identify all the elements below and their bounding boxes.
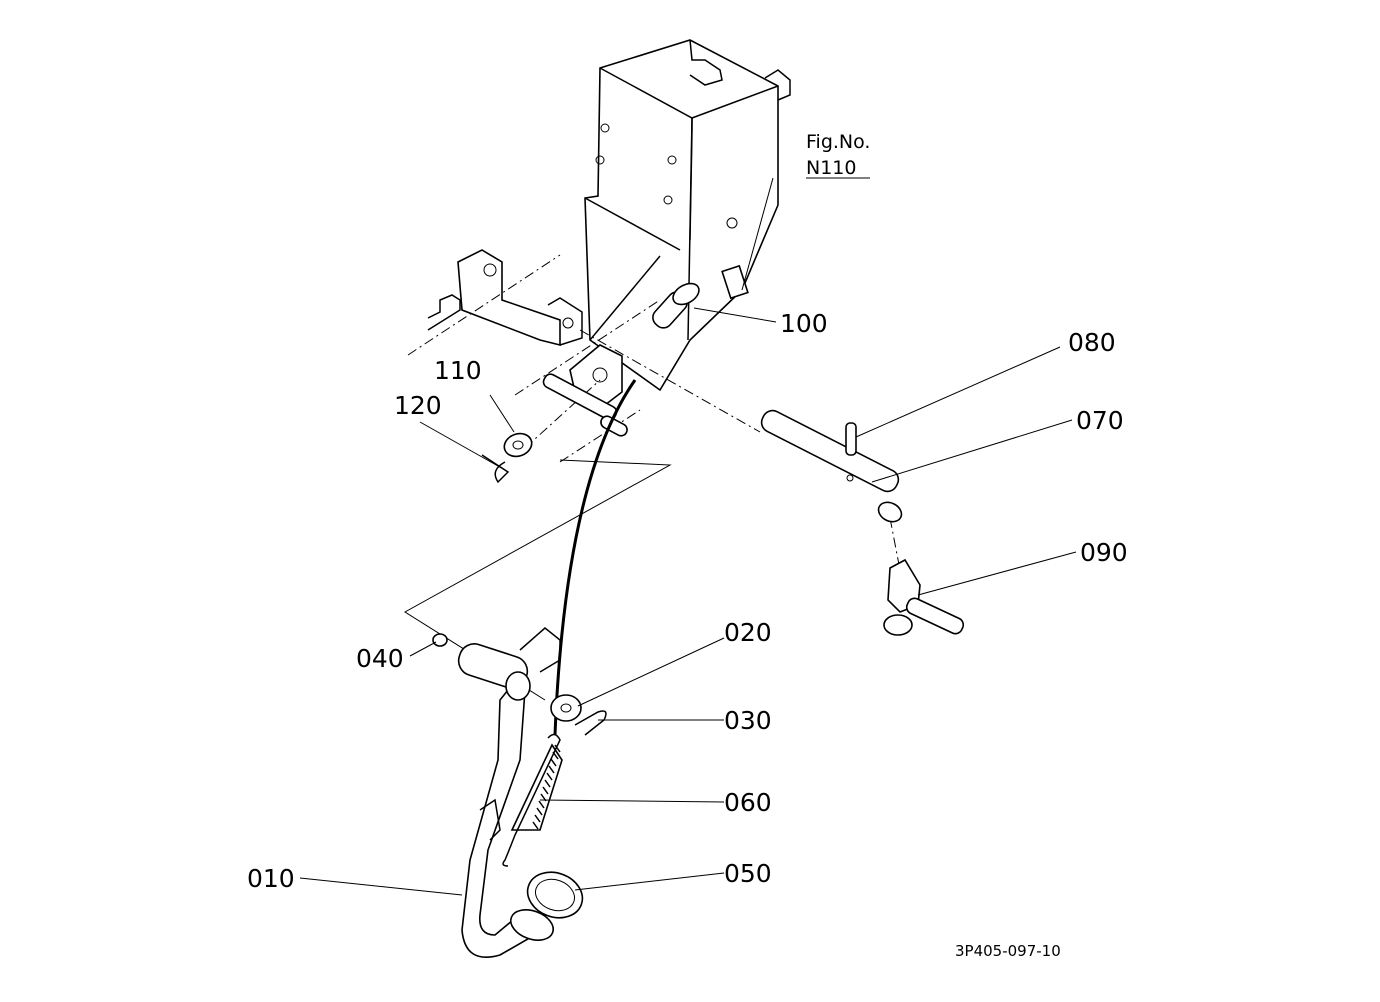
part-040-snap-ring: [432, 633, 448, 647]
callout-100: 100: [780, 309, 828, 338]
part-060-spring: [502, 733, 563, 867]
callout-020: 020: [724, 618, 772, 647]
callout-070: 070: [1076, 406, 1124, 435]
connecting-rod: [553, 379, 637, 736]
part-010-pedal-arm: [457, 627, 561, 958]
figure-title: Fig.No. N110: [806, 131, 870, 179]
part-110-washer: [503, 432, 533, 458]
callout-050: 050: [724, 859, 772, 888]
figure-title-line1: Fig.No.: [806, 131, 870, 153]
part-100-clevis-pin: [652, 282, 700, 329]
callout-080: 080: [1068, 328, 1116, 357]
drawing-code: 3P405-097-10: [955, 942, 1061, 960]
part-050-pedal-pad: [526, 871, 584, 919]
callout-040: 040: [356, 644, 404, 673]
callout-060: 060: [724, 788, 772, 817]
frame-bracket: [427, 39, 791, 406]
part-070-pin-shaft: [760, 409, 903, 523]
figure-number: N110: [806, 157, 856, 179]
part-120-cotter-pin: [481, 454, 510, 484]
callout-090: 090: [1080, 538, 1128, 567]
callout-labels: 100 080 070 110 120 090 020 040 030 060 …: [247, 309, 1128, 893]
part-080-spring-pin: [845, 422, 857, 456]
callout-110: 110: [434, 356, 482, 385]
part-090-clevis: [883, 558, 965, 636]
part-020-washer: [550, 694, 582, 722]
callout-010: 010: [247, 864, 295, 893]
callout-030: 030: [724, 706, 772, 735]
callout-120: 120: [394, 391, 442, 420]
leader-lines: [299, 177, 1077, 896]
